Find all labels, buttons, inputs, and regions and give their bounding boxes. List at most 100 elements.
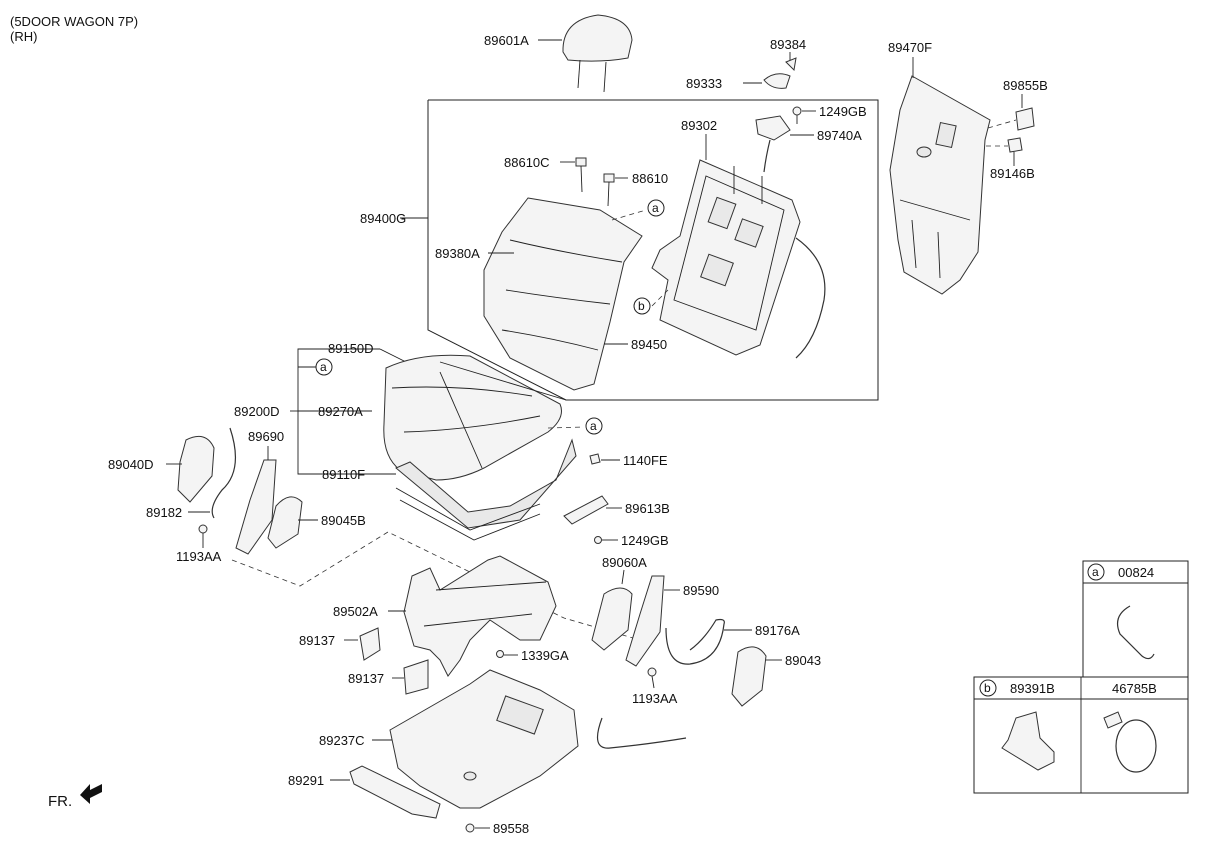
cover-89043-part bbox=[731, 646, 767, 707]
hinge-89590-part bbox=[625, 575, 665, 667]
label-89333: 89333 bbox=[686, 76, 722, 91]
back-panel-part bbox=[889, 75, 991, 295]
callout-a-cushion-right bbox=[585, 417, 603, 435]
callout-b-back-text: b bbox=[638, 299, 645, 313]
label-89176A: 89176A bbox=[755, 623, 800, 638]
seat-back-group-frame bbox=[427, 99, 879, 401]
headrest-part bbox=[562, 14, 633, 93]
side-label: (RH) bbox=[10, 29, 38, 44]
callout-a-cushion-text: a bbox=[320, 360, 327, 374]
cable-tie-46785B-icon bbox=[1103, 711, 1157, 773]
label-1249GB-top: 1249GB bbox=[819, 104, 867, 119]
seat-track-part bbox=[403, 555, 557, 677]
seat-base-part bbox=[389, 669, 579, 809]
hinge-89690-part bbox=[235, 459, 277, 555]
legend-a-part: 00824 bbox=[1118, 565, 1154, 580]
nut-1339GA-part bbox=[496, 650, 504, 658]
back-cable bbox=[795, 237, 826, 359]
callout-a-cushion bbox=[315, 358, 333, 376]
label-1249GB-bottom: 1249GB bbox=[621, 533, 669, 548]
label-89384: 89384 bbox=[770, 37, 806, 52]
callout-a-back bbox=[647, 199, 665, 217]
callout-a-cushion-right-text: a bbox=[590, 419, 597, 433]
label-89110F: 89110F bbox=[322, 467, 365, 482]
model-label: (5DOOR WAGON 7P) bbox=[10, 14, 139, 29]
cable-89176A bbox=[665, 618, 725, 665]
cover-89045B-part bbox=[267, 496, 303, 549]
cover-89613B-part bbox=[563, 495, 609, 525]
latch-89740A-part bbox=[755, 115, 791, 173]
label-89146B: 89146B bbox=[990, 166, 1035, 181]
label-89200D: 89200D bbox=[234, 404, 280, 419]
guide-89333-part bbox=[763, 73, 791, 89]
legend-b-marker bbox=[979, 679, 997, 697]
bolt-1193AA-left-part bbox=[198, 524, 208, 548]
label-1339GA: 1339GA bbox=[521, 648, 569, 663]
label-88610C: 88610C bbox=[504, 155, 550, 170]
guide-88610-part bbox=[603, 173, 615, 207]
label-89137-a: 89137 bbox=[299, 633, 335, 648]
label-89302: 89302 bbox=[681, 118, 717, 133]
label-89400G: 89400G bbox=[360, 211, 406, 226]
label-89060A: 89060A bbox=[602, 555, 647, 570]
label-89502A: 89502A bbox=[333, 604, 378, 619]
label-89558: 89558 bbox=[493, 821, 529, 836]
bolt-1249GB-bottom-part bbox=[594, 536, 602, 544]
fastener-89391B-icon bbox=[1001, 711, 1055, 771]
cover-89040D-part bbox=[177, 435, 215, 503]
label-89150D: 89150D bbox=[328, 341, 374, 356]
clip-89384-part bbox=[785, 57, 797, 72]
cover-89060A-part bbox=[591, 587, 633, 651]
label-89601A: 89601A bbox=[484, 33, 529, 48]
label-89590: 89590 bbox=[683, 583, 719, 598]
cover-89137-a-part bbox=[359, 627, 381, 661]
label-1193AA-right: 1193AA bbox=[632, 691, 678, 706]
direction-label: FR. bbox=[48, 793, 72, 810]
legend-a-marker-text: a bbox=[1092, 565, 1099, 579]
label-89690: 89690 bbox=[248, 429, 284, 444]
label-89291: 89291 bbox=[288, 773, 324, 788]
seat-back-frame-part bbox=[651, 159, 801, 356]
legend-b-marker-text: b bbox=[984, 681, 991, 695]
label-89855B: 89855B bbox=[1003, 78, 1048, 93]
label-89043: 89043 bbox=[785, 653, 821, 668]
clip-89146B-part bbox=[1007, 137, 1023, 153]
label-89613B: 89613B bbox=[625, 501, 670, 516]
front-arrow-icon bbox=[80, 784, 102, 804]
bolt-1193AA-right-part bbox=[647, 667, 657, 689]
plug-89558-part bbox=[465, 823, 475, 833]
label-89270A: 89270A bbox=[318, 404, 363, 419]
cable-89182 bbox=[211, 427, 236, 519]
callout-b-back bbox=[633, 297, 651, 315]
callout-a-back-text: a bbox=[652, 201, 659, 215]
label-1140FE: 1140FE bbox=[623, 453, 668, 468]
label-89450: 89450 bbox=[631, 337, 667, 352]
legend-b-part2: 46785B bbox=[1112, 681, 1157, 696]
label-89040D: 89040D bbox=[108, 457, 154, 472]
bracket-89291-part bbox=[349, 765, 441, 819]
clip-00824-icon bbox=[1117, 605, 1155, 660]
clip-89855B-part bbox=[1015, 107, 1035, 131]
label-89380A: 89380A bbox=[435, 246, 480, 261]
seat-back-cover-part bbox=[483, 197, 643, 391]
label-89470F: 89470F bbox=[888, 40, 932, 55]
label-89740A: 89740A bbox=[817, 128, 862, 143]
label-89237C: 89237C bbox=[319, 733, 365, 748]
assembly-guide-line bbox=[231, 531, 641, 641]
label-88610: 88610 bbox=[632, 171, 668, 186]
label-1193AA-left: 1193AA bbox=[176, 549, 222, 564]
label-89045B: 89045B bbox=[321, 513, 366, 528]
cover-89137-b-part bbox=[403, 659, 429, 695]
cable-lower bbox=[596, 717, 687, 749]
seat-cushion-part bbox=[383, 354, 562, 481]
cushion-frame-part bbox=[395, 438, 577, 541]
legend-b-part1: 89391B bbox=[1010, 681, 1055, 696]
cushion-bracket bbox=[297, 348, 380, 475]
legend-table bbox=[973, 560, 1189, 794]
legend-a-marker bbox=[1087, 563, 1105, 581]
bolt-1249GB-top-part bbox=[792, 106, 802, 124]
label-89137-b: 89137 bbox=[348, 671, 384, 686]
label-89182: 89182 bbox=[146, 505, 182, 520]
guide-88610C-part bbox=[575, 157, 587, 193]
